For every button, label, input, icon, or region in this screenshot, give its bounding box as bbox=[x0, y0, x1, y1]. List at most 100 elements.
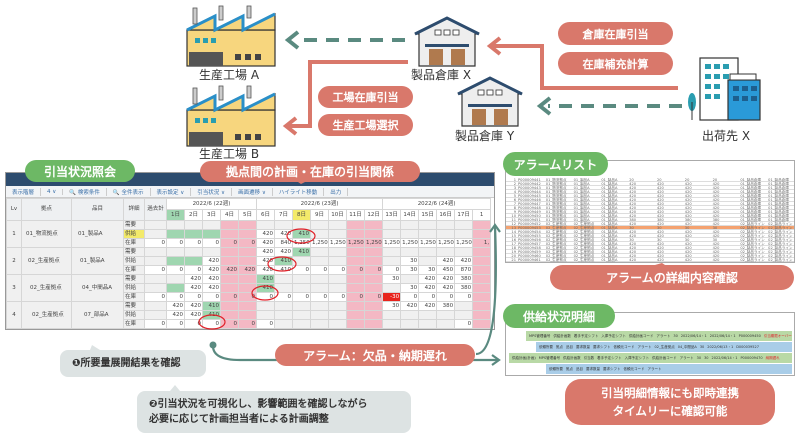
toolbar-item[interactable]: ハイライト移動 bbox=[273, 187, 325, 196]
alarm-cell: 01_製品倉庫 bbox=[768, 178, 789, 182]
highlight-circle bbox=[198, 314, 226, 330]
value-cell: 0 bbox=[237, 319, 258, 329]
toolbar-item[interactable]: 🔍 検索条件 bbox=[63, 187, 107, 196]
supply-cell: 供給計画数 bbox=[553, 333, 571, 338]
alarm-cell: 01_製品A bbox=[601, 242, 618, 246]
alarm-cell: 01_製品A bbox=[601, 234, 618, 238]
alarm-cell: 420 bbox=[684, 182, 692, 186]
alarm-cell: 01_物流拠点 bbox=[545, 214, 567, 218]
alarm-cell: 02_製品ライン bbox=[740, 222, 765, 226]
alarm-cell: 01_製品倉庫 bbox=[768, 186, 789, 190]
toolbar-item[interactable]: 画面遷移 ∨ bbox=[232, 187, 273, 196]
alarm-cell: 11 bbox=[511, 218, 516, 222]
supply-cell: P000009470 bbox=[740, 356, 763, 360]
toolbar-item[interactable]: 🔍 全件表示 bbox=[107, 187, 151, 196]
alarm-cell: 30 bbox=[656, 238, 662, 242]
alarm-cell: 02_生産拠点 bbox=[573, 234, 595, 238]
alarm-cell: 01_製品A bbox=[601, 206, 618, 210]
toolbar-item[interactable]: 引当状況 ∨ bbox=[191, 187, 233, 196]
warehouse-y-label: 製品倉庫 Y bbox=[455, 129, 515, 143]
item-cell: 01_製品A bbox=[71, 247, 124, 275]
alarm-cell: 8 bbox=[513, 206, 516, 210]
alarm-cell: 01_物流拠点 bbox=[545, 206, 567, 210]
alarm-cell: 02_生産拠点 bbox=[573, 222, 595, 226]
alarm-cell: 420 bbox=[656, 190, 664, 194]
alarm-cell: 420 bbox=[712, 234, 720, 238]
lv-cell: 1 bbox=[6, 220, 22, 248]
alarm-cell: 01_製品A bbox=[601, 258, 618, 262]
alarm-cell: 21 bbox=[511, 258, 516, 262]
alarm-cell: 02_製品ライン bbox=[768, 250, 793, 254]
supply-cell: 供給計画コード bbox=[652, 355, 677, 360]
alarm-cell: P000009458 bbox=[518, 246, 541, 250]
alarm-cell: 30 bbox=[684, 238, 690, 242]
alarm-cell: 02_製品ライン bbox=[740, 238, 765, 242]
alarm-cell: 01_製品倉庫 bbox=[768, 210, 789, 214]
label-allocation-inquiry: 引当状況照会 bbox=[25, 160, 135, 182]
alarm-cell: 3 bbox=[513, 186, 516, 190]
supply-cell: 依頼元コード bbox=[623, 366, 645, 371]
alarm-cell: 02_生産拠点 bbox=[545, 234, 567, 238]
value-cell bbox=[472, 319, 492, 329]
alarm-cell: 420 bbox=[712, 206, 720, 210]
supply-row[interactable]: 供給計画(計画)MPS管理番号供給計画数引当数着手予定シフト入庫予定シフト供給計… bbox=[509, 353, 792, 363]
flow-diagram bbox=[185, 4, 761, 148]
alarm-cell: 02_生産拠点 bbox=[545, 222, 567, 226]
alarm-cell: 01_物流拠点 bbox=[545, 186, 567, 190]
alarm-cell: 420 bbox=[684, 242, 692, 246]
alarm-cell: 01_製品A bbox=[601, 190, 618, 194]
supply-cell: 30 bbox=[696, 356, 702, 360]
alarm-cell: P000009459 bbox=[518, 250, 541, 254]
alarm-cell: 01_製品倉庫 bbox=[768, 202, 789, 206]
toolbar-item[interactable]: 表示設定 ∨ bbox=[151, 187, 192, 196]
alarm-cell: 02_生産拠点 bbox=[545, 226, 567, 230]
alarm-cell: 420 bbox=[684, 234, 692, 238]
alarm-cell: 420 bbox=[629, 186, 637, 190]
alarm-cell: 420 bbox=[684, 198, 692, 202]
alarm-cell: 420 bbox=[656, 234, 664, 238]
alarm-cell: 17 bbox=[511, 242, 516, 246]
alarm-cell: 420 bbox=[712, 230, 720, 234]
alarm-cell: 420 bbox=[684, 190, 692, 194]
note-step1: ❶所要量展開結果を確認 bbox=[60, 350, 206, 377]
label-site-relation: 拠点間の計画・在庫の引当関係 bbox=[200, 161, 420, 182]
alarm-cell: 01_製品倉庫 bbox=[768, 214, 789, 218]
alarm-cell: 14 bbox=[511, 230, 516, 234]
alarm-cell: P000009450 bbox=[518, 214, 541, 218]
alarm-cell: 30 bbox=[712, 238, 718, 242]
alarm-cell: 01_製品倉庫 bbox=[768, 190, 789, 194]
alarm-cell: 30 bbox=[629, 238, 634, 242]
toolbar-item[interactable]: 4 ∨ bbox=[41, 188, 64, 195]
supply-row[interactable]: 依頼所要拠点品目要求数量要求シフト依頼元コードアラート bbox=[546, 364, 792, 374]
alarm-cell: 01_物流拠点 bbox=[545, 194, 567, 198]
alarm-cell: 420 bbox=[656, 258, 664, 262]
toolbar-item[interactable]: 出力 bbox=[324, 187, 349, 196]
toolbar-item[interactable]: 表示階層 bbox=[6, 187, 42, 196]
alarm-cell: 01_製品A bbox=[573, 214, 590, 218]
